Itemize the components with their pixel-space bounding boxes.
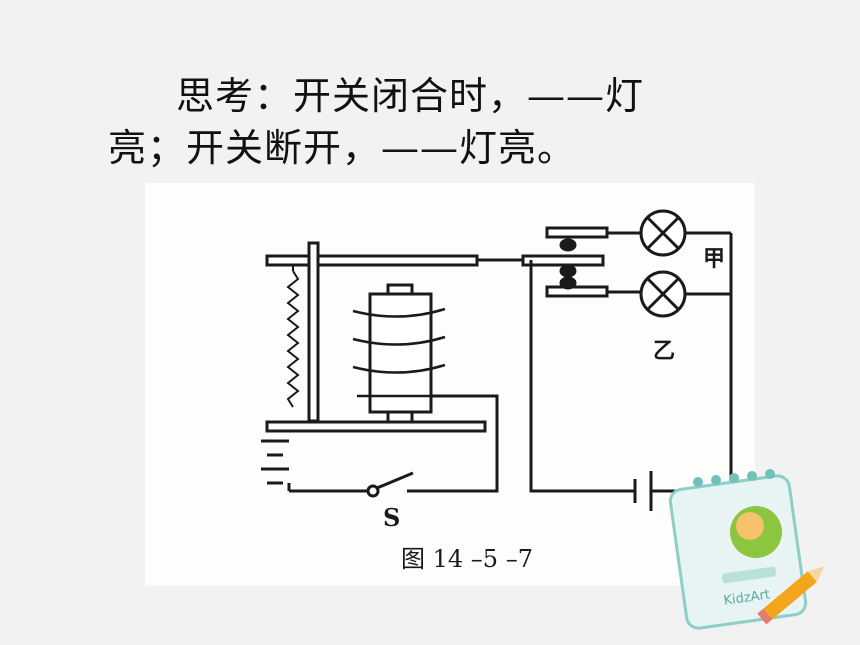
- lamp-jia-label: 甲: [703, 246, 725, 272]
- working-battery: [633, 471, 653, 511]
- relay-circuit-diagram: 甲 乙 S 图 14 –5 –7: [261, 209, 733, 573]
- relay-circuit-figure: 甲 乙 S 图 14 –5 –7: [145, 183, 755, 586]
- frame-post: [307, 241, 320, 423]
- upper-contact: [545, 226, 609, 239]
- question-line-2: 亮；开关断开，——灯亮。: [108, 126, 577, 170]
- question-text: 思考：开关闭合时，——灯 亮；开关断开，——灯亮。: [108, 70, 768, 174]
- armature-bar: [265, 254, 479, 267]
- lamp-yi: [639, 270, 687, 318]
- base-plate: [265, 420, 487, 433]
- control-battery: [261, 439, 291, 491]
- question-line-1: 思考：开关闭合时，——灯: [176, 74, 645, 118]
- notebook-pencil-icon: KidzArt: [668, 469, 825, 630]
- moving-contact: [521, 254, 605, 267]
- electromagnet: [352, 283, 446, 424]
- lamp-yi-label: 乙: [653, 338, 675, 364]
- control-wire: [407, 394, 499, 493]
- lower-contact: [545, 285, 609, 298]
- sticker-brand: KidzArt: [723, 587, 771, 608]
- notebook-sticker: KidzArt: [664, 452, 834, 632]
- spring: [286, 270, 300, 408]
- switch: [289, 471, 414, 498]
- lamp-jia: [639, 209, 687, 257]
- switch-label: S: [383, 503, 400, 532]
- figure-caption: 图 14 –5 –7: [401, 545, 533, 573]
